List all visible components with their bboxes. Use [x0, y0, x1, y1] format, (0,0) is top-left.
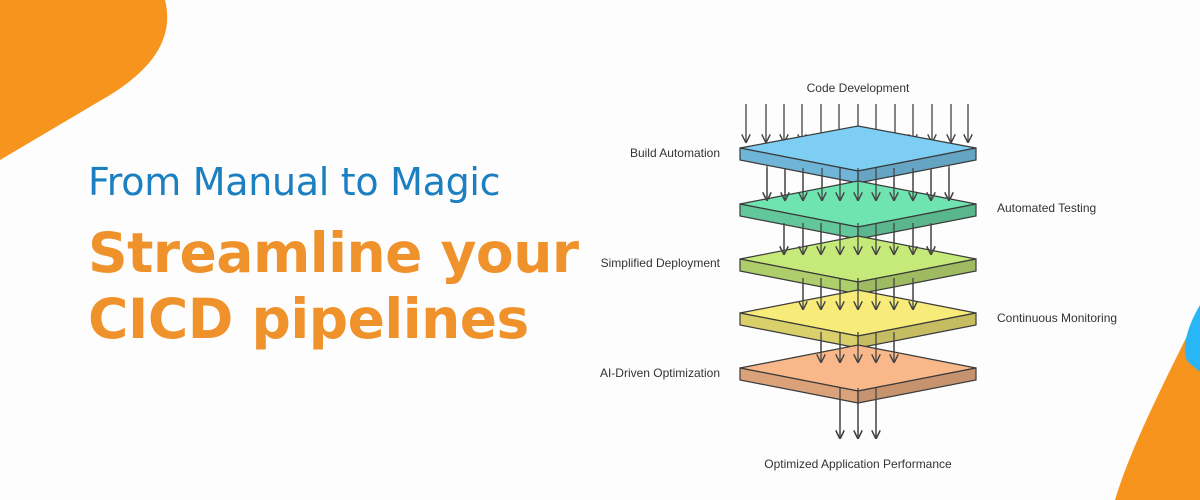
layer-label-4: Continuous Monitoring: [997, 311, 1117, 325]
layer-label-1: Build Automation: [630, 146, 720, 160]
layer-5: [739, 344, 977, 404]
title-line-1: Streamline your: [88, 221, 579, 285]
layer-label-3: Simplified Deployment: [601, 256, 721, 270]
orange-corner-shape-top-left: [0, 0, 168, 160]
orange-corner-shape-bottom-right: [1115, 305, 1200, 500]
layer-1: [739, 125, 977, 184]
top-label: Code Development: [807, 81, 910, 95]
title-line-2: CICD pipelines: [88, 287, 529, 351]
subtitle: From Manual to Magic: [88, 160, 501, 204]
bottom-label: Optimized Application Performance: [764, 457, 952, 471]
layer-label-2: Automated Testing: [997, 201, 1096, 215]
layer-label-5: AI-Driven Optimization: [600, 366, 720, 380]
headline-block: From Manual to Magic Streamline your CIC…: [88, 158, 579, 352]
layer-stack: [739, 125, 977, 438]
